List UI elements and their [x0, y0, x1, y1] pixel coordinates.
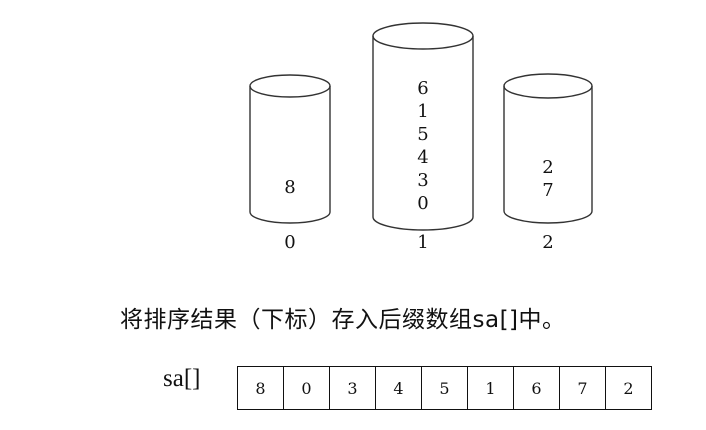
bucket-index-label: 1: [417, 232, 428, 253]
sa-cell: 1: [468, 367, 514, 409]
sa-cell: 6: [514, 367, 560, 409]
sa-array-label: sa[]: [163, 365, 201, 392]
bucket-item: 2: [542, 157, 553, 178]
bucket-index-label: 0: [284, 232, 295, 253]
sa-cell: 2: [606, 367, 652, 409]
sa-cell: 0: [284, 367, 330, 409]
bucket-item: 5: [417, 124, 428, 145]
bucket-item: 3: [417, 170, 428, 191]
sa-cell: 3: [330, 367, 376, 409]
bucket-item: 4: [417, 147, 428, 168]
sa-cell: 7: [560, 367, 606, 409]
sa-cell: 8: [238, 367, 284, 409]
bucket-item: 0: [417, 193, 428, 214]
sa-cell: 4: [376, 367, 422, 409]
bucket-cylinder: [249, 74, 331, 224]
bucket-item: 6: [417, 78, 428, 99]
bucket-item: 7: [542, 180, 553, 201]
caption-text: 将排序结果（下标）存入后缀数组sa[]中。: [120, 307, 566, 333]
bucket-item: 1: [417, 101, 428, 122]
bucket-cylinder: [503, 73, 593, 224]
bucket-index-label: 2: [542, 232, 553, 253]
bucket-cylinder: [372, 22, 474, 231]
bucket-item: 8: [284, 177, 295, 198]
sa-cell: 5: [422, 367, 468, 409]
